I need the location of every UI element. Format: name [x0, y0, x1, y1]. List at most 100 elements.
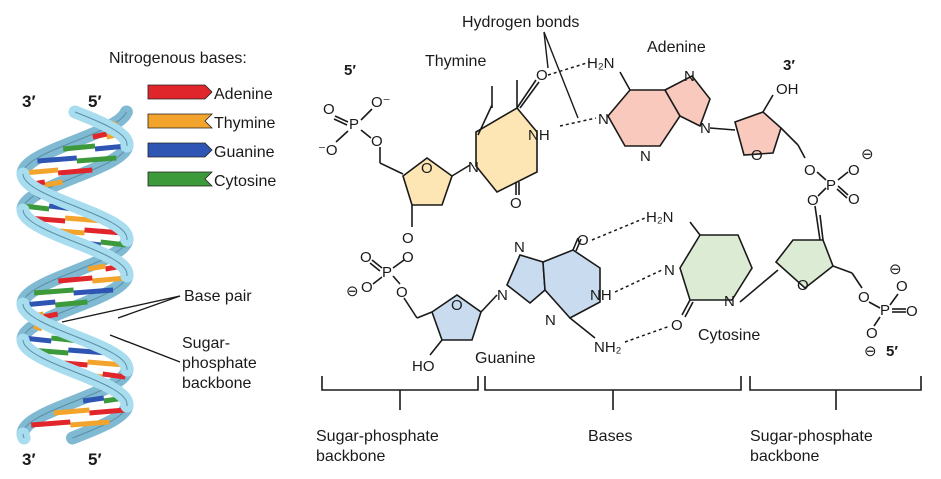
helix-base-4-0 — [57, 167, 93, 176]
legend-title: Nitrogenous bases: — [109, 50, 247, 67]
helix-base-25-1 — [31, 419, 71, 428]
helix-strand-a-outline-1 — [74, 111, 128, 147]
svg-text:O: O — [396, 284, 408, 301]
svg-text:HO: HO — [412, 358, 435, 375]
bracket-right-label-line1: Sugar-phosphate — [750, 428, 873, 445]
bracket-right — [749, 376, 922, 410]
helix-base-3-0 — [76, 155, 117, 164]
helix-base-24-1 — [53, 407, 90, 416]
helix-strand-b-outline-6 — [22, 433, 25, 439]
legend-label-guanine: Guanine — [214, 144, 275, 161]
sugar-top-right: O OH 3′ — [734, 57, 806, 164]
helix-base-2-1 — [62, 143, 96, 152]
svg-text:NH₂: NH₂ — [594, 339, 622, 356]
helix-bottom-left-end: 3′ — [22, 450, 36, 469]
helix-top-right-end: 5′ — [88, 92, 102, 111]
svg-text:O: O — [858, 289, 870, 306]
svg-text:N: N — [598, 111, 609, 128]
svg-text:⊖: ⊖ — [864, 343, 877, 360]
helix-base-14-0 — [73, 287, 114, 296]
legend-item-cytosine: Cytosine — [147, 171, 276, 190]
svg-text:O: O — [797, 277, 809, 294]
helix-strand-a-outline-2 — [22, 145, 128, 211]
legend-item-adenine: Adenine — [147, 84, 273, 103]
helix-base-12-1 — [87, 263, 106, 272]
svg-text:O: O — [671, 317, 683, 334]
hydrogen-bonds: Hydrogen bonds — [462, 14, 671, 343]
helix-base-13-0 — [92, 275, 127, 284]
svg-text:O: O — [751, 147, 763, 164]
svg-text:O⁻: O⁻ — [371, 94, 391, 111]
helix-backbone-label-line1: Sugar- — [182, 335, 230, 352]
cytosine-label: Cytosine — [698, 327, 760, 344]
svg-text:P: P — [880, 302, 890, 319]
helix-base-25-0 — [70, 419, 110, 428]
bracket-left-label-line2: backbone — [316, 448, 385, 465]
legend-label-adenine: Adenine — [214, 86, 273, 103]
end-3-top: 3′ — [783, 57, 795, 74]
svg-text:N: N — [468, 159, 479, 176]
svg-text:⊖: ⊖ — [346, 283, 359, 300]
svg-text:⁻O: ⁻O — [318, 142, 338, 159]
phosphate-right: O P O ⊖ O O — [804, 146, 874, 241]
bracket-left-label-line1: Sugar-phosphate — [316, 428, 439, 445]
svg-text:N: N — [700, 120, 711, 137]
svg-text:N: N — [497, 287, 508, 304]
svg-text:O: O — [402, 249, 414, 266]
svg-text:N: N — [664, 262, 675, 279]
end-5-top: 5′ — [344, 62, 356, 79]
adenine-label: Adenine — [647, 39, 706, 56]
helix-base-23-1 — [82, 395, 105, 404]
thymine-base: N NH O O Thymine — [425, 53, 550, 212]
helix-strand-b-outline-5 — [22, 369, 128, 435]
svg-text:N: N — [545, 312, 556, 329]
svg-text:O: O — [360, 249, 372, 266]
bracket-middle — [484, 376, 742, 410]
svg-text:P: P — [349, 116, 359, 133]
guanine-swatch — [147, 142, 213, 158]
helix-base-16-0 — [42, 311, 59, 320]
phosphate-bottom-left: O P O ⊖ O O — [346, 249, 418, 319]
cytosine-base: N N H₂N O Cytosine — [646, 209, 779, 344]
double-helix — [16, 105, 134, 445]
svg-text:O: O — [848, 162, 860, 179]
svg-text:H₂N: H₂N — [646, 209, 674, 226]
cytosine-swatch — [147, 171, 213, 187]
svg-text:⊖: ⊖ — [861, 146, 874, 163]
svg-text:P: P — [382, 264, 392, 281]
legend-label-cytosine: Cytosine — [214, 173, 276, 190]
hydrogen-bonds-label: Hydrogen bonds — [462, 14, 579, 31]
adenine-base: N N N N H₂N Adenine — [587, 39, 736, 165]
helix-strand-a-outline-3 — [22, 209, 128, 277]
legend-item-thymine: Thymine — [147, 113, 275, 132]
thymine-label: Thymine — [425, 53, 486, 70]
svg-text:⊖: ⊖ — [889, 261, 902, 278]
sugar-bottom-right: O — [774, 214, 863, 294]
helix-top-left-end: 3′ — [22, 92, 36, 111]
helix-base-10-1 — [100, 239, 127, 248]
helix-backbone-callout: Sugar- phosphate backbone — [109, 334, 257, 392]
legend: Nitrogenous bases: Adenine Thymine Guani… — [109, 50, 276, 190]
svg-text:O: O — [906, 303, 918, 320]
base-pair-callout: Base pair — [61, 288, 252, 323]
legend-label-thymine: Thymine — [214, 115, 275, 132]
phosphate-bottom-right: O P O ⊖ O O ⊖ 5′ — [858, 261, 918, 360]
chemical-structure: 5′ O P O⁻ ⁻O O O O N NH — [318, 14, 918, 375]
helix-front-strand — [16, 105, 134, 445]
thymine-swatch — [147, 113, 213, 129]
helix-strand-a-outline-4 — [22, 275, 128, 341]
svg-text:O: O — [577, 232, 589, 249]
svg-text:N: N — [724, 293, 735, 310]
svg-text:NH: NH — [528, 127, 550, 144]
svg-text:NH: NH — [590, 287, 612, 304]
bracket-right-label-line2: backbone — [750, 448, 819, 465]
helix-backbone-label-line2: phosphate — [182, 355, 257, 372]
helix-base-14-1 — [33, 287, 74, 296]
helix-backbone-label-line3: backbone — [182, 375, 251, 392]
svg-text:O: O — [371, 133, 383, 150]
helix-base-4-1 — [23, 167, 59, 176]
svg-text:N: N — [684, 68, 695, 85]
svg-text:O: O — [848, 191, 860, 208]
sugar-top-left: O O — [402, 157, 471, 247]
